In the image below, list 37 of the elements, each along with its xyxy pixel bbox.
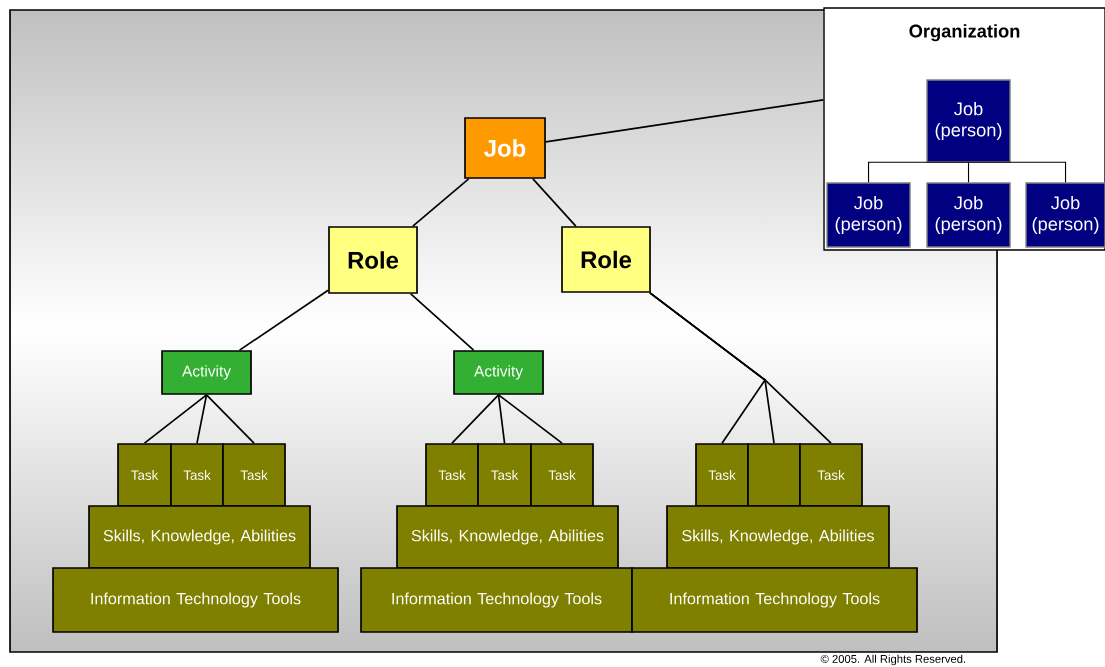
connector-line — [412, 178, 470, 227]
job-box: Job — [464, 117, 546, 179]
job-box: Job (person) — [1025, 182, 1105, 248]
task-box: Task — [530, 443, 594, 507]
task-box: Task — [695, 443, 749, 507]
role-box: Role — [328, 226, 418, 294]
activity-box: Activity — [161, 350, 252, 395]
task-box: Task — [117, 443, 172, 507]
connector-line — [532, 178, 577, 228]
tools-bar: Information Technology Tools — [631, 567, 918, 633]
task-box: Task — [477, 443, 532, 507]
connector-line — [649, 292, 832, 444]
task-box: Task — [222, 443, 286, 507]
role-box: Role — [561, 226, 651, 293]
tools-bar: Information Technology Tools — [52, 567, 339, 633]
job-box: Job (person) — [926, 79, 1011, 163]
task-box: Task — [425, 443, 479, 507]
connector-line — [238, 289, 329, 351]
connector-line — [196, 394, 208, 444]
task-box: Task — [170, 443, 224, 507]
copyright-note: © 2005. All Rights Reserved. — [820, 654, 966, 666]
connector-line — [497, 394, 506, 444]
connector-line — [205, 394, 255, 444]
connector-line — [545, 98, 825, 143]
connector-line — [409, 293, 475, 351]
connector-line — [451, 394, 500, 444]
job-box: Job (person) — [926, 182, 1011, 248]
task-box — [747, 443, 801, 507]
job-box: Job (person) — [826, 182, 911, 248]
connector-line — [967, 161, 1067, 183]
task-box: Task — [799, 443, 863, 507]
connector-line — [967, 161, 970, 183]
tools-bar: Information Technology Tools — [360, 567, 633, 633]
connector-line — [867, 161, 970, 183]
activity-box: Activity — [453, 350, 544, 395]
connector-line — [143, 394, 208, 444]
connector-line — [497, 394, 563, 444]
